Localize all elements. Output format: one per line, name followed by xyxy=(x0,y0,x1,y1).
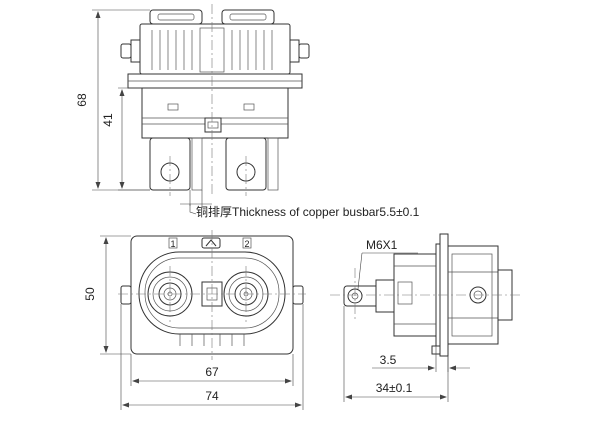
front-view: 1 2 xyxy=(118,230,306,360)
dim-label-3-5: 3.5 xyxy=(380,353,397,367)
busbar-note-label: 铜排厚Thickness of copper busbar5.5±0.1 xyxy=(196,204,420,219)
pin-1-label: 1 xyxy=(170,239,175,249)
thread-label: M6X1 xyxy=(366,238,398,252)
dim-label-74: 74 xyxy=(205,389,219,403)
dimension-67: 67 xyxy=(130,354,294,386)
dimension-74: 74 xyxy=(120,304,304,410)
thread-callout: M6X1 xyxy=(357,238,418,290)
dim-label-41: 41 xyxy=(101,113,115,127)
dim-label-34: 34±0.1 xyxy=(376,381,413,395)
dimension-3-5: 3.5 xyxy=(372,346,470,372)
busbar-thickness-note: 铜排厚Thickness of copper busbar5.5±0.1 xyxy=(180,190,420,219)
brand-logo-icon xyxy=(201,237,221,249)
dimension-34: 34±0.1 xyxy=(343,306,449,402)
side-view xyxy=(330,233,520,357)
dim-label-68: 68 xyxy=(75,93,89,107)
top-view xyxy=(120,4,310,196)
dimension-68: 68 xyxy=(75,9,150,191)
dimension-50: 50 xyxy=(83,235,131,355)
dim-label-67: 67 xyxy=(205,365,219,379)
pin-2-label: 2 xyxy=(244,239,249,249)
dimension-41: 41 xyxy=(101,87,150,191)
dim-label-50: 50 xyxy=(83,287,97,301)
